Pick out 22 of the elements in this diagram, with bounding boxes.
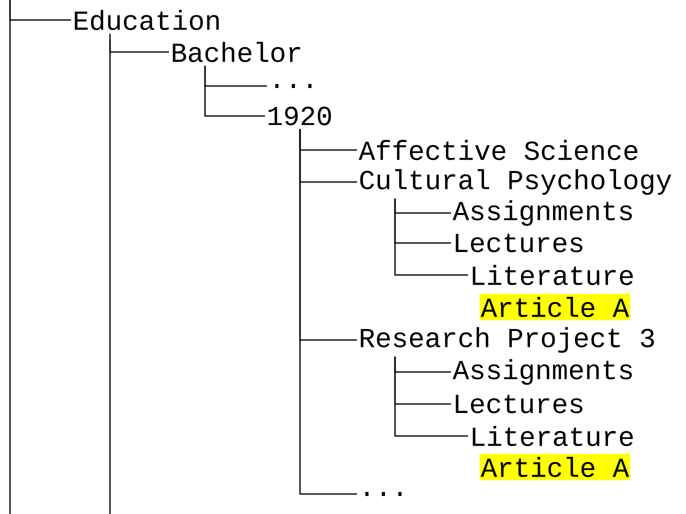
- tree-label: ...: [275, 84, 312, 88]
- tree-label: Research Project 3: [360, 327, 654, 353]
- highlighted-text: Article A: [480, 294, 630, 320]
- highlighted-text: Article A: [480, 454, 630, 480]
- tree-line: [109, 34, 169, 53]
- tree-label: Cultural Psychology: [360, 169, 672, 195]
- tree-label: Bachelor: [172, 42, 300, 62]
- tree-label: Literature: [472, 426, 633, 446]
- tree-label: Literature: [472, 264, 633, 286]
- tree-label: Assignments: [452, 359, 632, 385]
- tree-label: Lectures: [456, 234, 582, 252]
- tree-line: [299, 128, 357, 495]
- tree-label: Affective Science: [358, 140, 638, 160]
- tree-label: Lectures: [456, 394, 582, 414]
- tree-label: ...: [365, 492, 402, 496]
- tree-label: Education: [74, 10, 219, 30]
- tree-label: Assignments: [452, 200, 632, 226]
- tree-label: 1920: [268, 106, 331, 126]
- tree-line: [394, 356, 468, 437]
- tree-line: [394, 198, 468, 276]
- tree-line: [9, 0, 71, 21]
- tree-line: [204, 66, 265, 117]
